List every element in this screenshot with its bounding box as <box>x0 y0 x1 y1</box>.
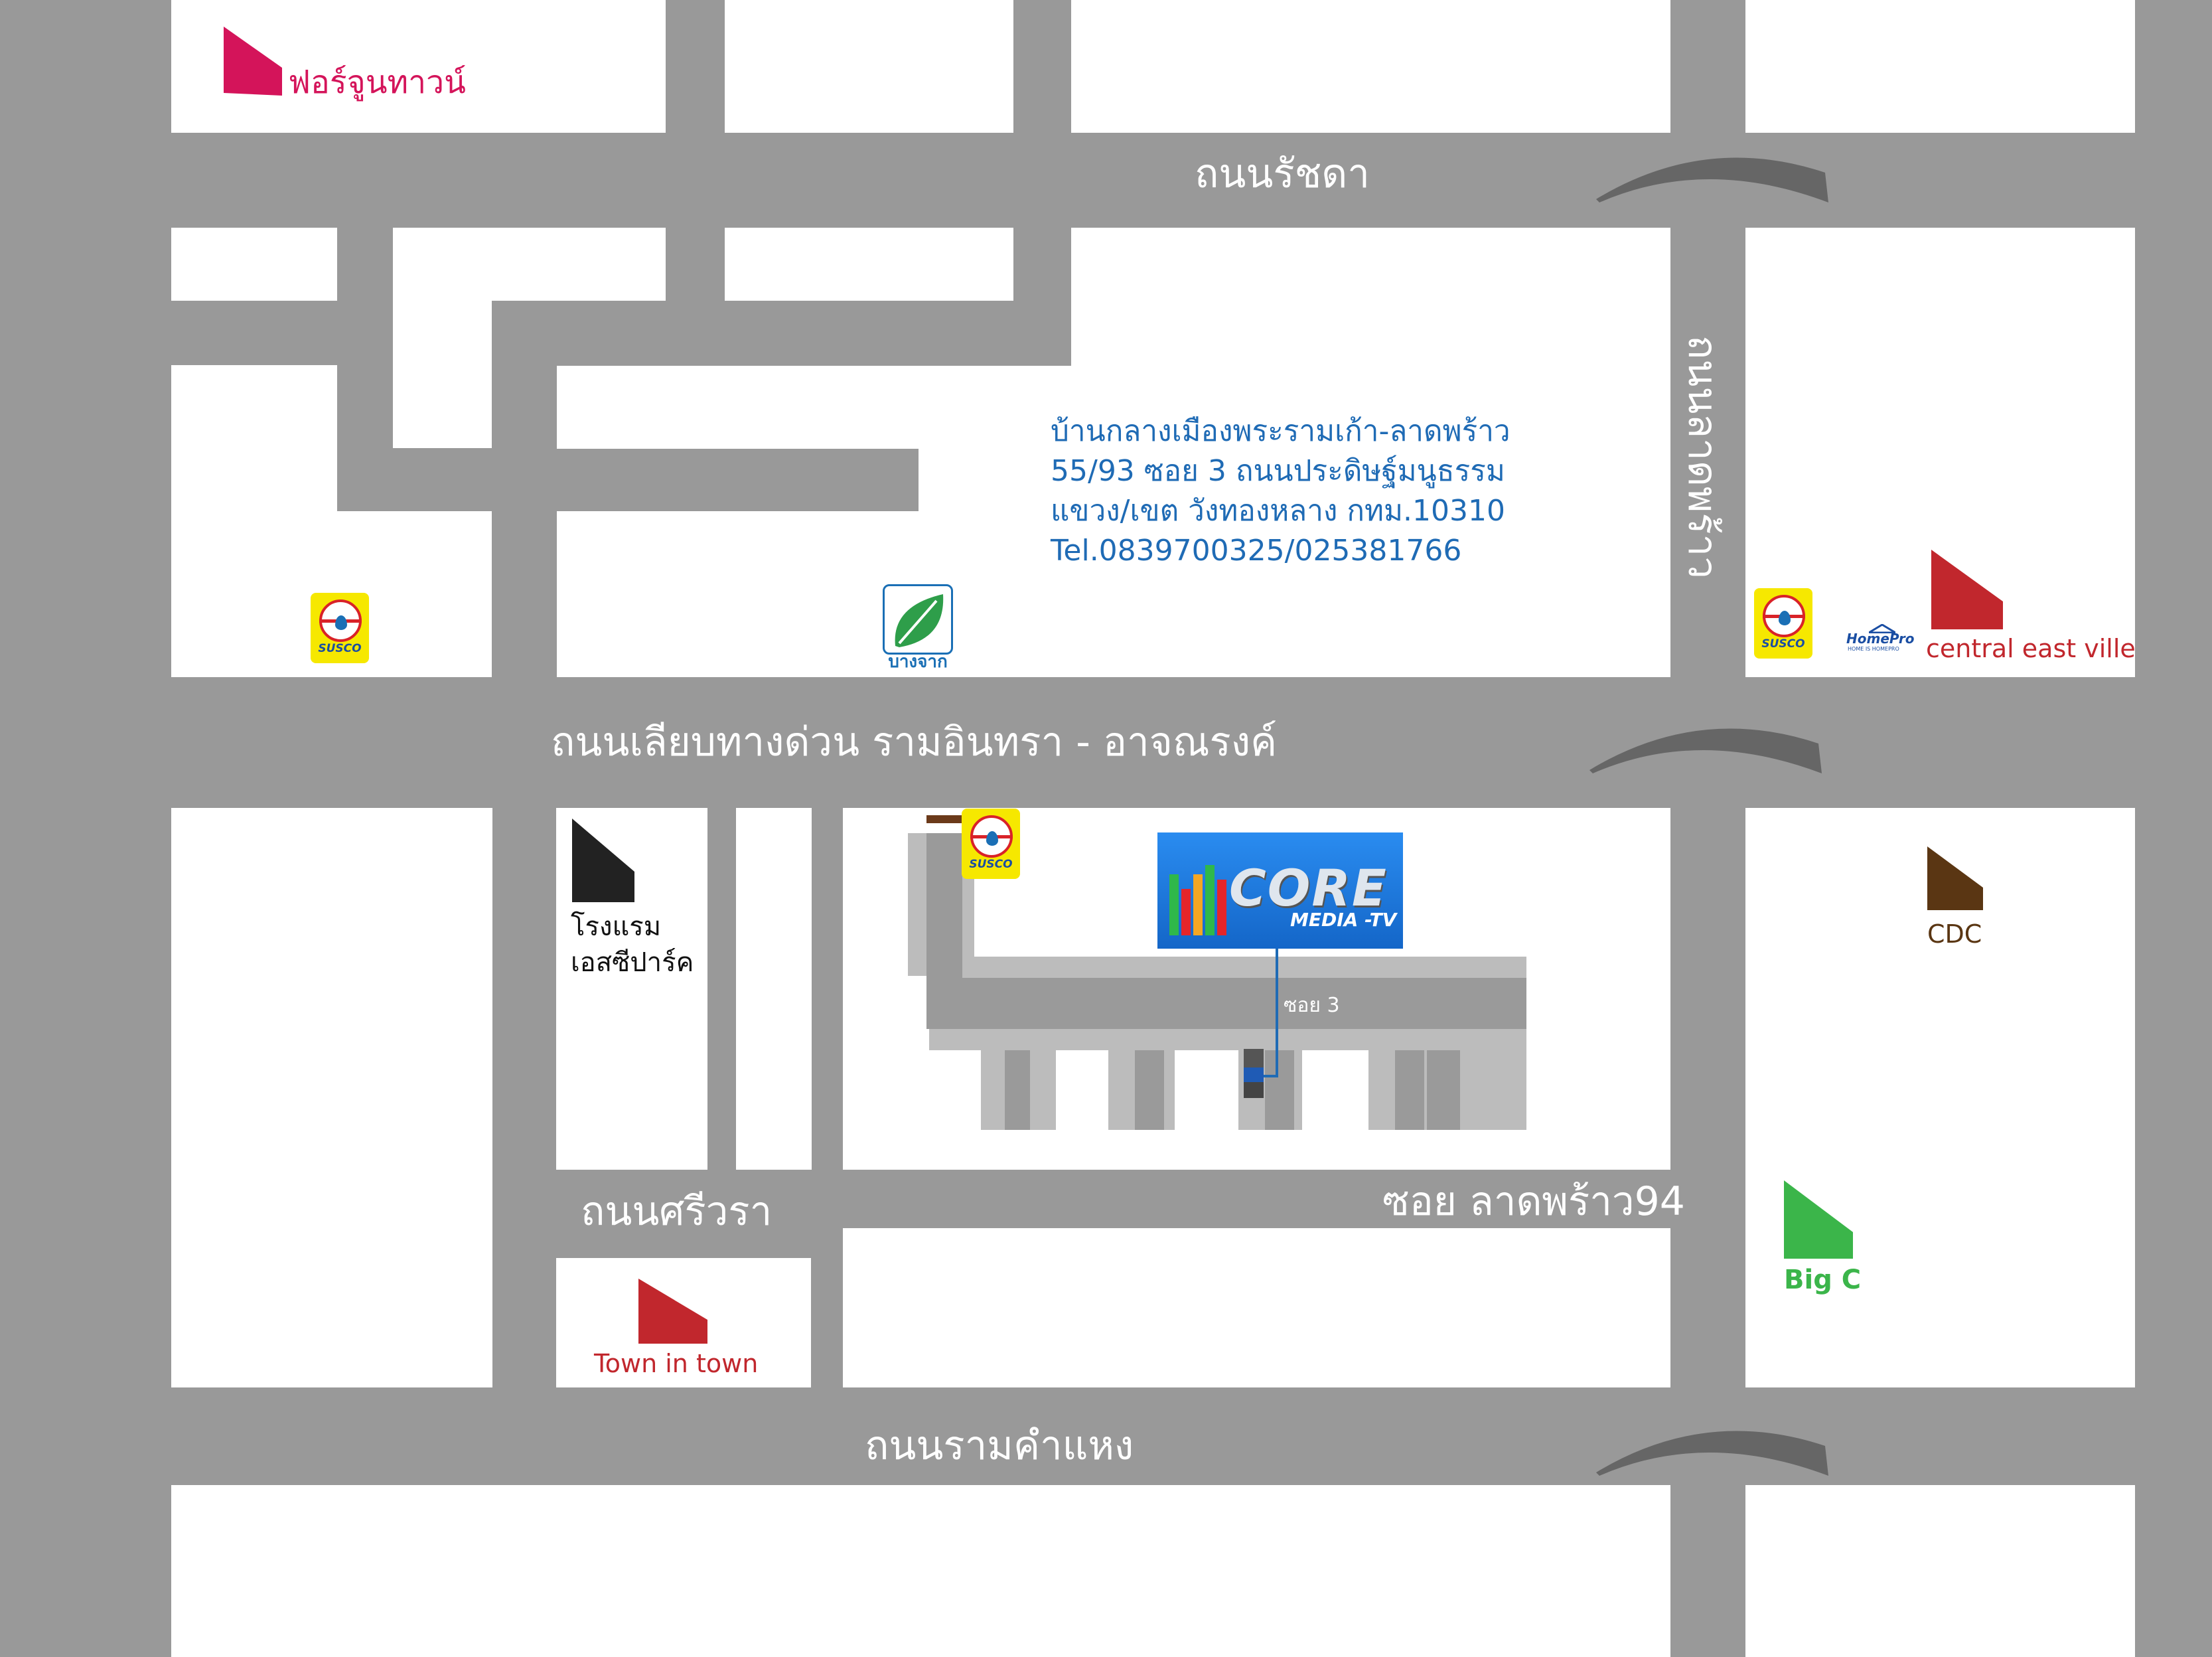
block-r2-d <box>393 228 666 301</box>
village-entry-marker <box>926 815 965 823</box>
cdc-marker-icon <box>1927 846 1983 910</box>
address-block: บ้านกลางเมืองพระรามเก้า-ลาดพร้าว 55/93 ซ… <box>1051 412 1511 571</box>
bridge-arc-ramkhamhaeng <box>1596 1431 1828 1476</box>
block-r2-i <box>557 511 1670 677</box>
village-branch-3-core <box>1135 1050 1164 1130</box>
road-label-soi-3: ซอย 3 <box>1284 994 1340 1017</box>
central-east-ville-label: central east ville <box>1926 634 2136 663</box>
village-branch-1-core <box>1005 1050 1030 1130</box>
village-branch-7 <box>1508 1050 1526 1130</box>
block-bottom-1 <box>171 1485 1670 1657</box>
road-label-ramkhamhaeng: ถนนรามคำแหง <box>865 1423 1134 1469</box>
block-r2-f <box>725 228 1013 301</box>
village-branch-5-core <box>1395 1050 1424 1130</box>
cdc-label: CDC <box>1927 919 1982 949</box>
big-c-label: Big C <box>1784 1265 1862 1295</box>
town-in-town-label: Town in town <box>594 1349 759 1378</box>
town-in-town-marker-icon <box>638 1279 707 1344</box>
susco-icon: SUSCO <box>1754 588 1812 659</box>
central-east-ville-marker-icon <box>1931 550 2003 629</box>
block-r3-c <box>736 808 812 1170</box>
village-main-road <box>926 978 1526 1029</box>
block-bottom-2 <box>1745 1485 2135 1657</box>
block-top-4 <box>1745 0 2135 133</box>
address-line-3: แขวง/เขต วังทองหลาง กทม.10310 <box>1051 494 1505 528</box>
road-label-sriwara: ถนนศรีวรา <box>581 1188 773 1235</box>
susco-icon: SUSCO <box>311 593 369 663</box>
road-label-lat-phrao: ถนนลาดพร้าว <box>1679 335 1726 579</box>
block-r2-e <box>393 301 492 448</box>
bangchak-leaf-icon: บางจาก <box>883 584 953 671</box>
block-r2-j <box>919 449 1670 511</box>
big-c-marker-icon <box>1784 1180 1853 1259</box>
bridge-arc-expressway <box>1589 728 1822 773</box>
village-branch-6-core <box>1427 1050 1460 1130</box>
address-line-1: บ้านกลางเมืองพระรามเก้า-ลาดพร้าว <box>1051 414 1511 448</box>
destination-pointer-line <box>1264 947 1278 1077</box>
village-main-road-top <box>962 957 1526 978</box>
core-media-logo-icon: CORE MEDIA -TV <box>1157 832 1403 949</box>
village-branch-2 <box>1047 1050 1056 1130</box>
bridge-arc-ratchada <box>1596 157 1828 202</box>
hotel-marker-icon <box>572 819 634 902</box>
block-top-3 <box>1071 0 1670 133</box>
village-road-strip <box>929 1029 1526 1050</box>
block-r3-f <box>843 1228 1670 1387</box>
hotel-label-line-2: เอสซีปาร์ค <box>571 947 694 978</box>
village-house-marker <box>1244 1049 1264 1067</box>
susco-icon: SUSCO <box>962 809 1020 879</box>
road-label-soi-94: ซอย ลาดพร้าว94 <box>1382 1178 1685 1225</box>
block-r2-g <box>1071 228 1670 366</box>
hotel-label-line-1: โรงแรม <box>571 911 662 942</box>
address-line-2: 55/93 ซอย 3 ถนนประดิษฐ์มนูธรรม <box>1051 454 1505 488</box>
block-top-2 <box>725 0 1013 133</box>
block-r2-b <box>171 365 337 677</box>
village-house-marker-dark <box>1244 1082 1264 1098</box>
village-house-marker-blue <box>1244 1067 1264 1082</box>
road-label-ratchada: ถนนรัชดา <box>1195 151 1370 197</box>
block-r2-a <box>171 228 337 301</box>
fortune-town-label: ฟอร์จูนทาวน์ <box>288 64 466 101</box>
village-branch-4-core <box>1265 1050 1294 1130</box>
road-label-expressway: ถนนเลียบทางด่วน รามอินทรา - อาจณรงค์ <box>551 719 1278 765</box>
address-line-4: Tel.0839700325/025381766 <box>1051 534 1462 568</box>
block-r3-a <box>171 808 492 1387</box>
fortune-town-marker-icon <box>224 27 282 96</box>
block-r2-h <box>557 366 1670 449</box>
homepro-logo-icon: HomePro HOME IS HOMEPRO <box>1846 624 1918 655</box>
